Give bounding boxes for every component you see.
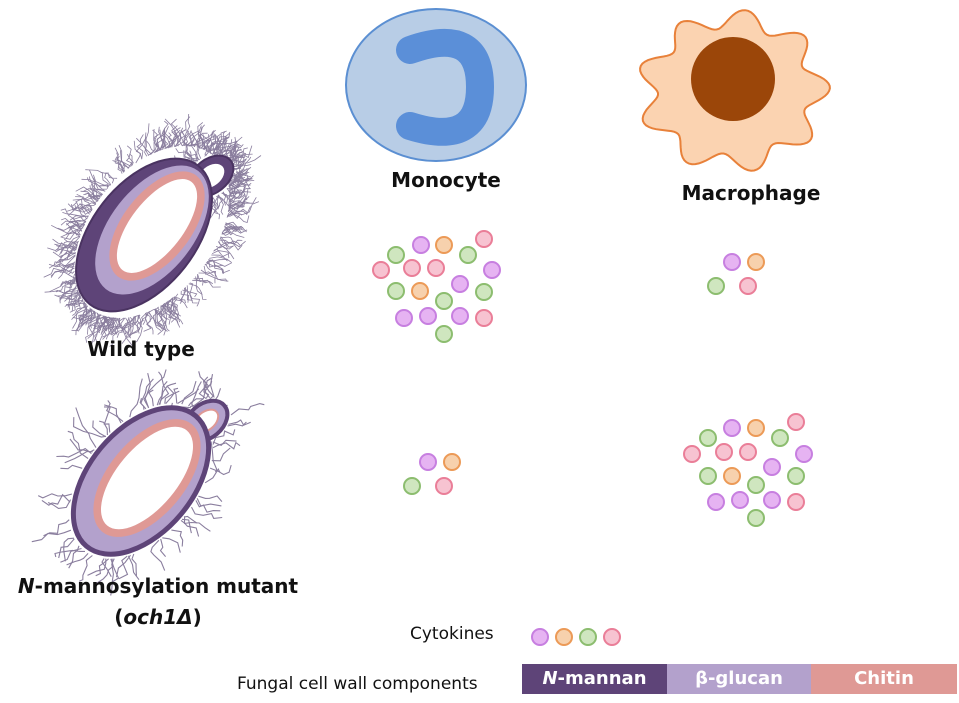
cytokine-dot-icon <box>787 467 805 485</box>
cytokines-label: Cytokines <box>410 624 494 644</box>
cytokine-dot-icon <box>787 493 805 511</box>
cytokine-dot-icon <box>419 307 437 325</box>
cytokine-dot-icon <box>739 443 757 461</box>
legend-chitin: Chitin <box>811 664 957 694</box>
legend-n-mannan-italic: N <box>542 668 558 689</box>
cytokine-dot-icon <box>435 477 453 495</box>
mutant-label-rest: -mannosylation mutant <box>34 574 299 598</box>
cell-wall-label: Fungal cell wall components <box>237 674 478 694</box>
cytokine-dot-icon <box>715 443 733 461</box>
mutant-yeast-icon <box>70 398 230 557</box>
cytokine-dot-icon <box>403 259 421 277</box>
cytokine-dot-icon <box>771 429 789 447</box>
cytokine-dot-icon <box>451 307 469 325</box>
legend-n-mannan-text: -mannan <box>557 668 647 689</box>
cytokine-dot-icon <box>723 253 741 271</box>
cytokine-dot-icon <box>419 453 437 471</box>
cytokine-dot-icon <box>387 246 405 264</box>
cytokine-dot-icon <box>603 628 621 646</box>
monocyte-cell-icon <box>345 8 527 162</box>
cytokine-dot-icon <box>435 292 453 310</box>
cytokine-dot-icon <box>579 628 597 646</box>
macrophage-label: Macrophage <box>681 181 821 205</box>
cytokine-dot-icon <box>372 261 390 279</box>
cytokine-dot-icon <box>747 476 765 494</box>
legend-n-mannan: N-mannan <box>522 664 667 694</box>
cytokine-dots <box>372 230 813 646</box>
cytokine-dot-icon <box>443 453 461 471</box>
cytokine-dot-icon <box>387 282 405 300</box>
cytokine-dot-icon <box>747 419 765 437</box>
legend-chitin-text: Chitin <box>854 668 914 689</box>
cytokine-dot-icon <box>411 282 429 300</box>
cytokine-dot-icon <box>435 325 453 343</box>
cytokine-dot-icon <box>787 413 805 431</box>
cytokine-dot-icon <box>475 309 493 327</box>
cytokine-dot-icon <box>707 493 725 511</box>
cytokine-dot-icon <box>451 275 469 293</box>
cytokine-dot-icon <box>475 230 493 248</box>
cytokine-dot-icon <box>739 277 757 295</box>
mutant-gene-name: och1Δ <box>123 605 193 629</box>
cytokine-dot-icon <box>707 277 725 295</box>
cytokine-dot-icon <box>412 236 430 254</box>
cytokine-dot-icon <box>723 467 741 485</box>
cytokine-dot-icon <box>435 236 453 254</box>
cytokine-dot-icon <box>427 259 445 277</box>
cytokine-dot-icon <box>763 458 781 476</box>
mutant-gene-label: (och1Δ) <box>114 605 202 629</box>
mutant-label: N-mannosylation mutant <box>18 574 298 598</box>
legend-beta-glucan-text: β-glucan <box>695 668 783 689</box>
cytokine-dot-icon <box>747 509 765 527</box>
wild-type-yeast-icon <box>75 154 235 313</box>
wild-type-label: Wild type <box>87 337 195 361</box>
legend-beta-glucan: β-glucan <box>667 664 811 694</box>
macrophage-cell-icon <box>639 9 831 172</box>
cytokine-dot-icon <box>531 628 549 646</box>
cytokine-dot-icon <box>395 309 413 327</box>
wild-type-mannan-hair <box>43 113 262 347</box>
cytokine-dot-icon <box>763 491 781 509</box>
cytokine-dot-icon <box>555 628 573 646</box>
cytokine-dot-icon <box>723 419 741 437</box>
cytokine-dot-icon <box>699 429 717 447</box>
cytokine-dot-icon <box>747 253 765 271</box>
cytokine-dot-icon <box>475 283 493 301</box>
cytokine-dot-icon <box>699 467 717 485</box>
cytokine-dot-icon <box>459 246 477 264</box>
cytokine-dot-icon <box>731 491 749 509</box>
cytokine-dot-icon <box>403 477 421 495</box>
cytokine-dot-icon <box>483 261 501 279</box>
mutant-label-prefix: N <box>17 574 35 598</box>
cytokine-dot-icon <box>683 445 701 463</box>
cytokine-dot-icon <box>795 445 813 463</box>
monocyte-label: Monocyte <box>391 168 501 192</box>
